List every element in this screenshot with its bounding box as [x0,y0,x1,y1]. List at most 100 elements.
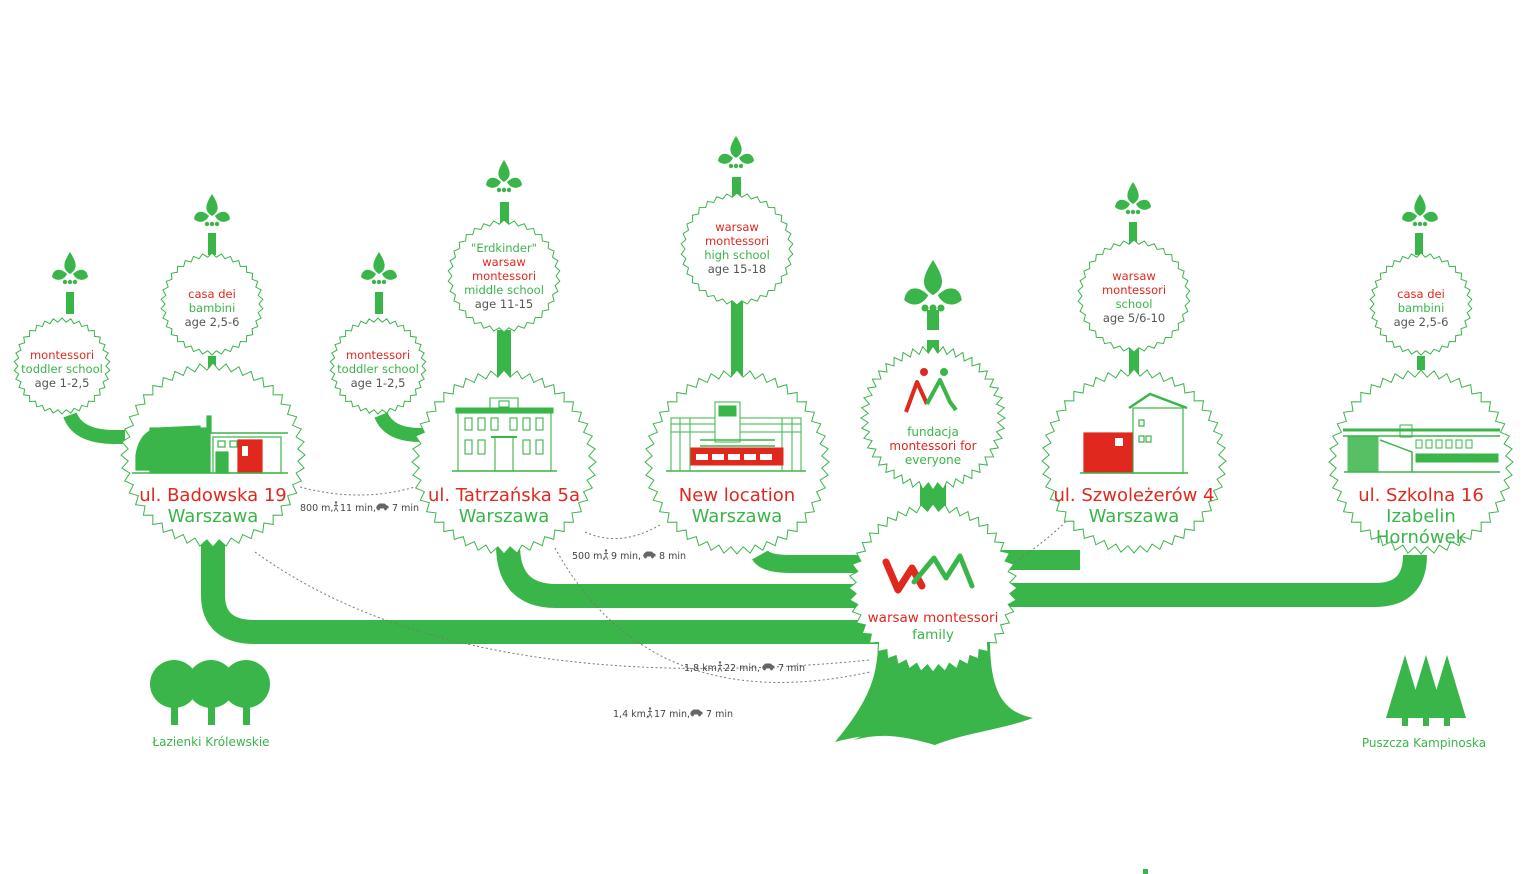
program-bambini-1: casa dei bambini age 2,5-6 [160,252,264,356]
school-street: ul. Badowska 19 [139,485,287,506]
program-line2: bambini [189,301,236,315]
park-label: Łazienki Królewskie [151,735,269,749]
school-street: ul. Tatrzańska 5a [428,485,580,506]
forest-label: Puszcza Kampinoska [1362,736,1486,750]
program-high-school: warsaw montessori high school age 15-18 [680,192,794,306]
distance-label-1: 800 m, 11 min, 7 min [300,500,419,514]
school-badowska[interactable]: ul. Badowska 19 Warszawa [120,362,306,548]
tree-trunk [835,640,1033,745]
distance-curves [254,486,1076,683]
distance-label-3: 1,8 km, 22 min, 7 min [684,660,805,674]
walk-time: 22 min, [724,663,760,674]
sprouts [52,136,1438,330]
sprout-icon [1402,194,1438,255]
car-time: 7 min [392,503,419,514]
walk-time: 17 min, [654,709,690,720]
program-line2: toddler school [337,362,419,376]
building-icon [1080,392,1188,474]
program-school-5-10: warsaw montessori school age 5/6-10 [1077,239,1191,353]
distance-value: 1,8 km, [684,663,720,674]
program-age: age 15-18 [708,262,767,276]
program-age: age 1-2,5 [351,376,406,390]
sprout-icon [1115,182,1151,244]
program-bambini-2: casa dei bambini age 2,5-6 [1369,252,1473,356]
pine-tree-icon [1386,655,1466,726]
car-time: 7 min [706,709,733,720]
sprout-icon [361,252,397,314]
family-line2: family [912,627,954,643]
school-city: Warszawa [1089,506,1180,527]
school-city: Warszawa [168,506,259,527]
foundation-line1: fundacja [907,425,959,439]
building-icon [452,397,557,472]
program-age: age 5/6-10 [1103,311,1165,325]
program-line2: warsaw [482,255,526,269]
program-age: age 2,5-6 [185,315,240,329]
school-street: New location [679,485,795,506]
program-line2: montessori [705,234,769,248]
park-landmark: Łazienki Królewskie [150,660,270,749]
car-icon [643,551,656,559]
program-toddler-1: montessori toddler school age 1-2,5 [13,317,111,415]
program-circles: montessori toddler school age 1-2,5 casa… [13,192,1473,415]
program-line3: high school [704,248,770,262]
program-line2: montessori [1102,283,1166,297]
school-city: Warszawa [459,506,550,527]
program-line2: toddler school [21,362,103,376]
program-line4: middle school [464,283,544,297]
car-time: 7 min [778,663,805,674]
family-line1: warsaw montessori [868,610,999,626]
school-tatrzanska[interactable]: ul. Tatrzańska 5a Warszawa [411,369,597,555]
program-line1: warsaw [715,220,759,234]
distance-value: 500 m, [572,551,605,562]
program-line1: warsaw [1112,269,1156,283]
building-icon [1343,424,1500,473]
tree-icon [150,660,270,725]
sprout-icon [486,160,522,228]
car-time: 8 min [659,551,686,562]
distance-label-2: 500 m, 9 min, 8 min [572,548,686,562]
program-erdkinder: "Erdkinder" warsaw montessori middle sch… [447,219,561,333]
walking-person-icon [333,500,339,512]
program-line3: montessori [472,269,536,283]
walk-time: 11 min, [340,503,376,514]
building-icon [132,415,288,474]
building-icon [666,401,806,472]
program-line1: "Erdkinder" [471,241,537,255]
program-line1: casa dei [188,287,236,301]
car-icon [376,503,389,511]
school-new-location[interactable]: New location Warszawa [644,369,830,555]
foundation-line2: montessori for [889,439,976,453]
sprout-icon [718,136,754,202]
sprout-icon [194,194,230,255]
decorative-dot [1143,869,1148,874]
sprout-icon [904,260,962,312]
school-circles: ul. Badowska 19 Warszawa ul. Tatrzańska … [120,345,1514,673]
program-age: age 11-15 [475,297,534,311]
walk-time: 9 min, [611,551,641,562]
wm-logo-icon [882,553,975,594]
car-icon [762,663,775,671]
distance-value: 800 m, [300,503,333,514]
foundation-circle[interactable]: fundacja montessori for everyone [860,345,1006,491]
school-street: ul. Szwoleżerów 4 [1054,485,1215,506]
program-line1: montessori [30,348,94,362]
foundation-line3: everyone [905,453,961,467]
program-line1: montessori [346,348,410,362]
program-line2: bambini [1398,301,1445,315]
program-age: age 2,5-6 [1394,315,1449,329]
program-age: age 1-2,5 [35,376,90,390]
wm-logo-icon [904,368,958,413]
program-line3: school [1116,297,1153,311]
forest-landmark: Puszcza Kampinoska [1362,655,1486,750]
school-city: Warszawa [692,506,783,527]
program-line1: casa dei [1397,287,1445,301]
program-toddler-2: montessori toddler school age 1-2,5 [329,317,427,415]
school-szwolezerow[interactable]: ul. Szwoleżerów 4 Warszawa [1041,368,1227,554]
family-circle[interactable]: warsaw montessori family [848,503,1018,673]
school-szkolna[interactable]: ul. Szkolna 16 Izabelin Hornówek [1328,369,1514,555]
sprout-icon [52,252,88,314]
distance-label-4: 1,4 km, 17 min, 7 min [613,706,733,720]
school-city: Izabelin [1386,506,1456,527]
